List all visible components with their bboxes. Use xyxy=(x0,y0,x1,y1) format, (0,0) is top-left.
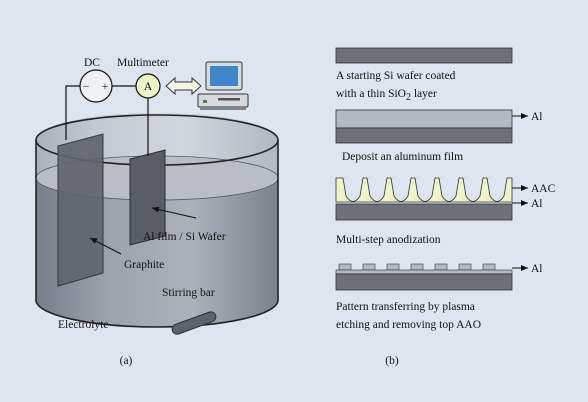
stirring-label: Stirring bar xyxy=(162,287,215,299)
step3-text: Multi-step anodization xyxy=(336,234,441,246)
graphite-electrode xyxy=(57,133,104,287)
step2-al-layer xyxy=(335,109,513,129)
graphite-label: Graphite xyxy=(124,259,164,271)
step1-line2: with a thin SiO2 layer xyxy=(336,88,437,103)
step2-text: Deposit an aluminum film xyxy=(342,151,463,163)
step3-al-label: Al xyxy=(531,198,543,210)
graphite-pointer xyxy=(89,237,122,255)
dc-label: DC xyxy=(84,57,100,69)
ammeter-symbol: A xyxy=(144,81,153,93)
multimeter-label: Multimeter xyxy=(117,57,169,69)
step4-line2: etching and removing top AAO xyxy=(336,319,481,331)
step1-si-wafer xyxy=(335,47,513,64)
computer-icon xyxy=(197,61,249,110)
step2-si-wafer xyxy=(335,127,513,144)
step2-al-label: Al xyxy=(531,111,543,123)
ammeter xyxy=(135,73,161,99)
step3-aac-label: AAC xyxy=(531,183,556,195)
dc-plus: + xyxy=(102,81,109,93)
step4-al-label: Al xyxy=(531,263,543,275)
caption-b: (b) xyxy=(385,355,399,367)
stirring-bar xyxy=(171,311,217,335)
process-flow: A starting Si wafer coated with a thin S… xyxy=(335,47,556,367)
step3-aac-layer xyxy=(335,177,513,203)
dc-minus: − xyxy=(83,81,90,93)
data-link-arrow xyxy=(165,76,202,96)
step3-si-wafer xyxy=(335,203,513,221)
tank-bottom xyxy=(35,299,279,328)
electrochemical-cell: − + DC A Multimeter Al film / Si Wafer G… xyxy=(35,57,279,367)
caption-a: (a) xyxy=(120,355,133,367)
dc-source xyxy=(79,69,113,103)
wafer-electrode xyxy=(129,149,166,246)
step4-si-wafer xyxy=(335,273,513,291)
step4-line1: Pattern transferring by plasma xyxy=(336,301,475,313)
wire-to-graphite xyxy=(65,85,80,140)
wafer-label: Al film / Si Wafer xyxy=(143,231,226,243)
step1-line1: A starting Si wafer coated xyxy=(336,70,456,82)
wafer-pointer xyxy=(151,206,197,219)
electrolyte-label: Electrolyte xyxy=(58,319,108,331)
step4-al-pattern xyxy=(335,263,513,275)
